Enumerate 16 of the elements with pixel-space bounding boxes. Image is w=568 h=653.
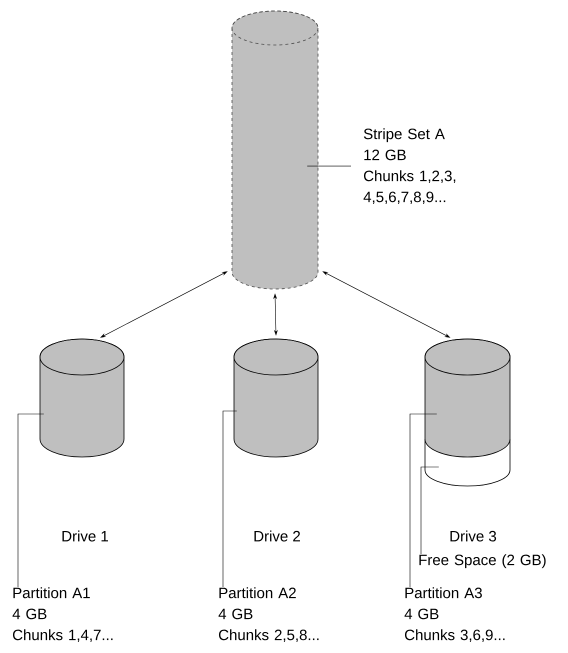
cylinder-drawing bbox=[424, 338, 510, 458]
drive-label: Drive 3 bbox=[450, 530, 496, 542]
text-label: Free Space (2 GB) bbox=[419, 554, 546, 568]
leader-line bbox=[222, 410, 238, 588]
leader-line bbox=[420, 466, 440, 554]
text-label: Partition A2 4 GB Chunks 2,5,8... bbox=[218, 587, 319, 642]
leader-line bbox=[18, 414, 44, 588]
drive-label: Drive 2 bbox=[254, 530, 300, 542]
text-label: Partition A3 4 GB Chunks 3,6,9... bbox=[404, 587, 505, 642]
drive-label: Drive 1 bbox=[62, 530, 108, 542]
leader-line bbox=[410, 414, 438, 588]
text-label: Stripe Set A 12 GB Chunks 1,2,3, 4,5,6,7,8,9... bbox=[364, 128, 456, 204]
cylinder-drawing bbox=[232, 10, 318, 290]
cylinder-drawing bbox=[40, 338, 124, 458]
text-label: Partition A1 4 GB Chunks 1,4,7... bbox=[12, 587, 113, 642]
cylinder-drawing bbox=[234, 338, 318, 458]
